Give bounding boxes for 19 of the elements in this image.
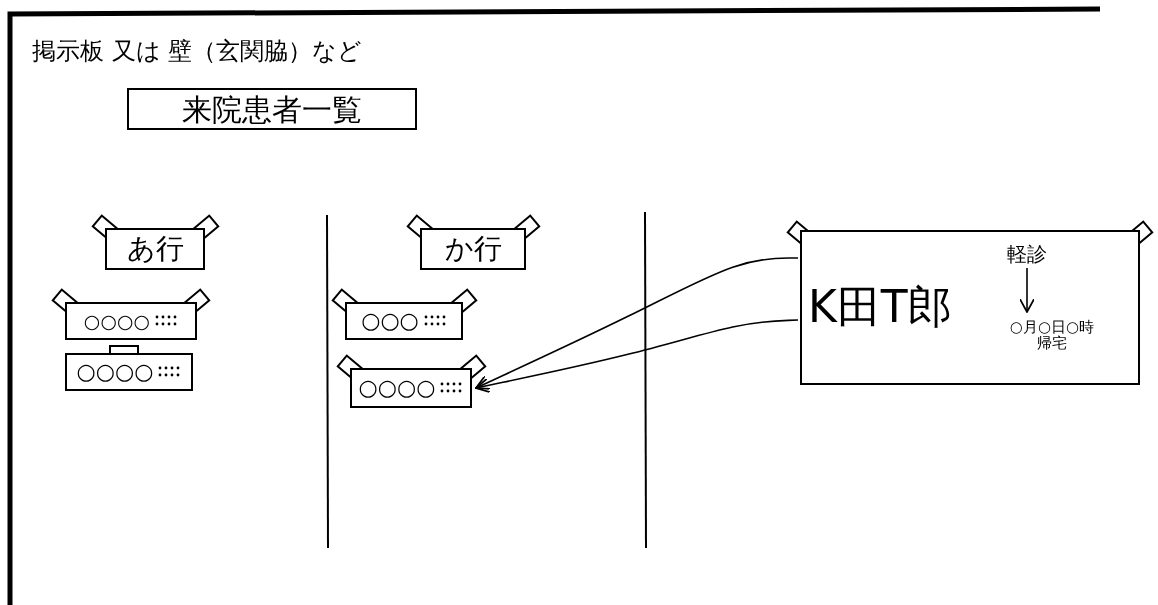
arrow <box>475 257 799 390</box>
card-text: ○○○ <box>361 308 419 334</box>
card-text: あ行 <box>126 233 184 265</box>
title-text: 掲示板 又は 壁（玄関脇）など <box>32 38 363 65</box>
card-text: 来院患者一覧 <box>182 92 362 126</box>
card-text: ○○○○ <box>76 359 154 385</box>
note-text: ○月○日○時帰宅 <box>1008 318 1096 352</box>
card-text: ○○○○ <box>358 375 436 401</box>
arrow <box>1019 267 1035 313</box>
patient-name: K田T郎 <box>808 283 952 332</box>
name-card <box>800 230 1140 385</box>
card-text: ○○○○ <box>83 310 151 332</box>
name-card <box>105 228 205 270</box>
arrow <box>475 319 799 394</box>
name-card <box>65 353 193 391</box>
name-card <box>420 228 526 270</box>
sign-board <box>127 88 417 130</box>
card-text: か行 <box>444 233 502 265</box>
note-text: 軽診 <box>1007 243 1047 265</box>
